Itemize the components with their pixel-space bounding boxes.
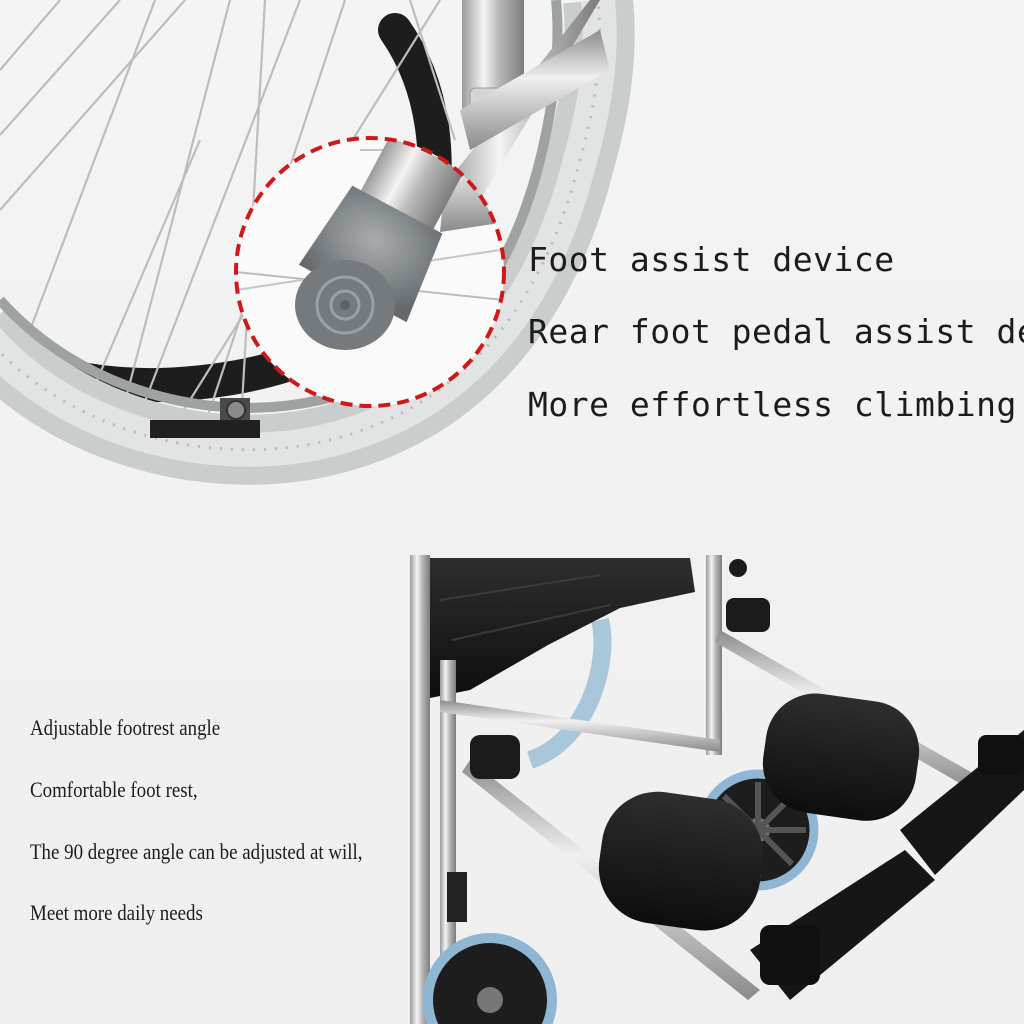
caption-adjustable-footrest: Adjustable footrest angle [30, 715, 221, 740]
caption-comfortable-foot-rest: Comfortable foot rest, [30, 777, 198, 802]
foot-assist-callout [234, 136, 506, 408]
frame-tubes [445, 0, 610, 200]
footrest-pad-front [598, 791, 764, 931]
caster-wheel-left [423, 933, 557, 1024]
wheelchair-seat-area [410, 555, 1024, 1024]
caption-90-degree-angle: The 90 degree angle can be adjusted at w… [30, 839, 363, 864]
caption-effortless-climbing: More effortless climbing [528, 385, 1017, 424]
caption-foot-assist-device: Foot assist device [528, 240, 895, 279]
footrest-pad-rear [762, 693, 920, 821]
caption-rear-foot-pedal: Rear foot pedal assist design [528, 312, 1024, 351]
caption-daily-needs: Meet more daily needs [30, 900, 203, 925]
